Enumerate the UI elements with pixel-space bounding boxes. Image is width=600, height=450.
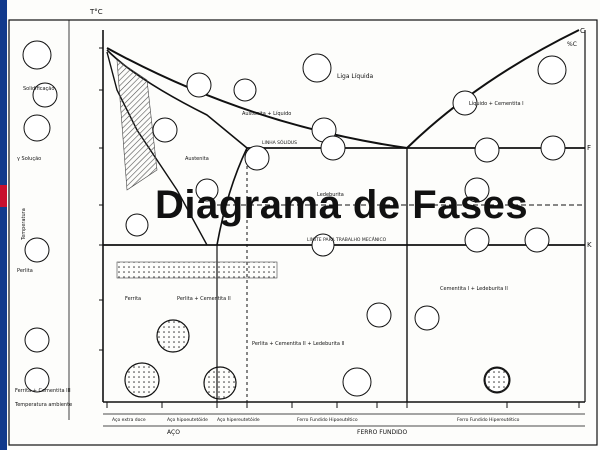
hatched-region bbox=[116, 59, 158, 191]
bottom-hypereutectic: Ferro Fundido Hipereutético bbox=[457, 416, 520, 423]
temp-axis-label: T°C bbox=[89, 8, 103, 16]
point-f-label: F bbox=[587, 144, 591, 152]
point-k-label: K bbox=[587, 241, 592, 249]
region-liquid-cementite: Líquido + Cementita I bbox=[469, 100, 524, 107]
bottom-cast-iron: FERRO FUNDIDO bbox=[357, 429, 408, 436]
micro-circle bbox=[233, 78, 257, 102]
micro-circle bbox=[22, 40, 52, 70]
region-perlite-cem-led: Perlita + Cementita II + Ledeburita II bbox=[252, 341, 344, 347]
micro-circle bbox=[366, 302, 392, 328]
liquidus-right bbox=[406, 29, 580, 149]
left-perlite-label: Perlita bbox=[17, 268, 33, 274]
micro-circle bbox=[244, 145, 270, 171]
micro-circle bbox=[24, 327, 50, 353]
liquidus-left bbox=[106, 47, 408, 149]
acm-line bbox=[216, 147, 248, 246]
region-austenite-liquid: Austenita + Líquido bbox=[242, 110, 291, 117]
solidus-line-label: LINHA SÓLIDUS bbox=[262, 139, 297, 146]
micro-circle bbox=[186, 72, 212, 98]
carbon-ticks bbox=[106, 402, 580, 408]
left-gamma-label: γ Solução bbox=[17, 156, 41, 162]
bottom-steel: AÇO bbox=[167, 429, 180, 436]
left-ferrite-cementite-label: Ferrita + Cementita III bbox=[15, 388, 71, 394]
bottom-extra-soft: Aço extra doce bbox=[112, 417, 146, 423]
micro-circle bbox=[452, 90, 478, 116]
microstructure-circles bbox=[22, 40, 567, 397]
dotted-band bbox=[116, 261, 278, 279]
micro-circle bbox=[537, 55, 567, 85]
micro-circle bbox=[474, 137, 500, 163]
region-cementite-ledeburite: Cementita I + Ledeburita II bbox=[440, 286, 508, 292]
temperature-ticks bbox=[99, 47, 103, 351]
phase-diagram: T°C C %C F K Liga Líquida Austenita + Lí… bbox=[8, 8, 598, 446]
micro-circle bbox=[311, 233, 335, 257]
left-ambient-label: Temperatura ambiente bbox=[14, 402, 72, 408]
micro-circle bbox=[320, 135, 346, 161]
region-austenite: Austenita bbox=[185, 156, 209, 162]
left-accent-red bbox=[0, 185, 7, 207]
micro-circle bbox=[24, 367, 50, 393]
micro-circle bbox=[23, 114, 51, 142]
diagram-frame bbox=[8, 19, 598, 446]
dark-micro-circles bbox=[124, 319, 510, 400]
region-ledeburite: Ledeburita bbox=[317, 192, 344, 198]
micro-circle bbox=[24, 237, 50, 263]
micro-circle bbox=[32, 82, 58, 108]
region-liquid: Liga Líquida bbox=[337, 73, 373, 80]
region-ferrite: Ferrita bbox=[125, 296, 141, 302]
bottom-hypoeutectoid: Aço hipoeutetóide bbox=[167, 416, 208, 423]
micro-circle bbox=[195, 178, 219, 202]
carbon-axis-label: %C bbox=[567, 41, 577, 48]
bottom-hypoeutectic: Ferro Fundido Hipoeutético bbox=[297, 416, 358, 423]
micro-circle bbox=[524, 227, 550, 253]
corner-label-c: C bbox=[580, 27, 585, 35]
left-temperature-label: Temperatura bbox=[21, 208, 27, 241]
micro-circle bbox=[464, 177, 490, 203]
slide-title: Diagrama de Fases bbox=[155, 183, 528, 227]
micro-circle bbox=[414, 305, 440, 331]
critical-limit-label: LIMITE PARA TRABALHO MECÂNICO bbox=[307, 236, 387, 243]
micro-circle bbox=[152, 117, 178, 143]
micro-circle bbox=[302, 53, 332, 83]
solidus-curve bbox=[106, 49, 248, 149]
left-solidification-label: Solidificação bbox=[23, 86, 54, 92]
left-accent-bar bbox=[0, 0, 7, 450]
micro-circle bbox=[125, 213, 149, 237]
micro-circle bbox=[342, 367, 372, 397]
region-perlite-cementite: Perlita + Cementita II bbox=[177, 296, 231, 302]
bottom-hypereutectoid: Aço hipereutetóide bbox=[217, 416, 260, 423]
micro-circle bbox=[540, 135, 566, 161]
micro-circle bbox=[464, 227, 490, 253]
